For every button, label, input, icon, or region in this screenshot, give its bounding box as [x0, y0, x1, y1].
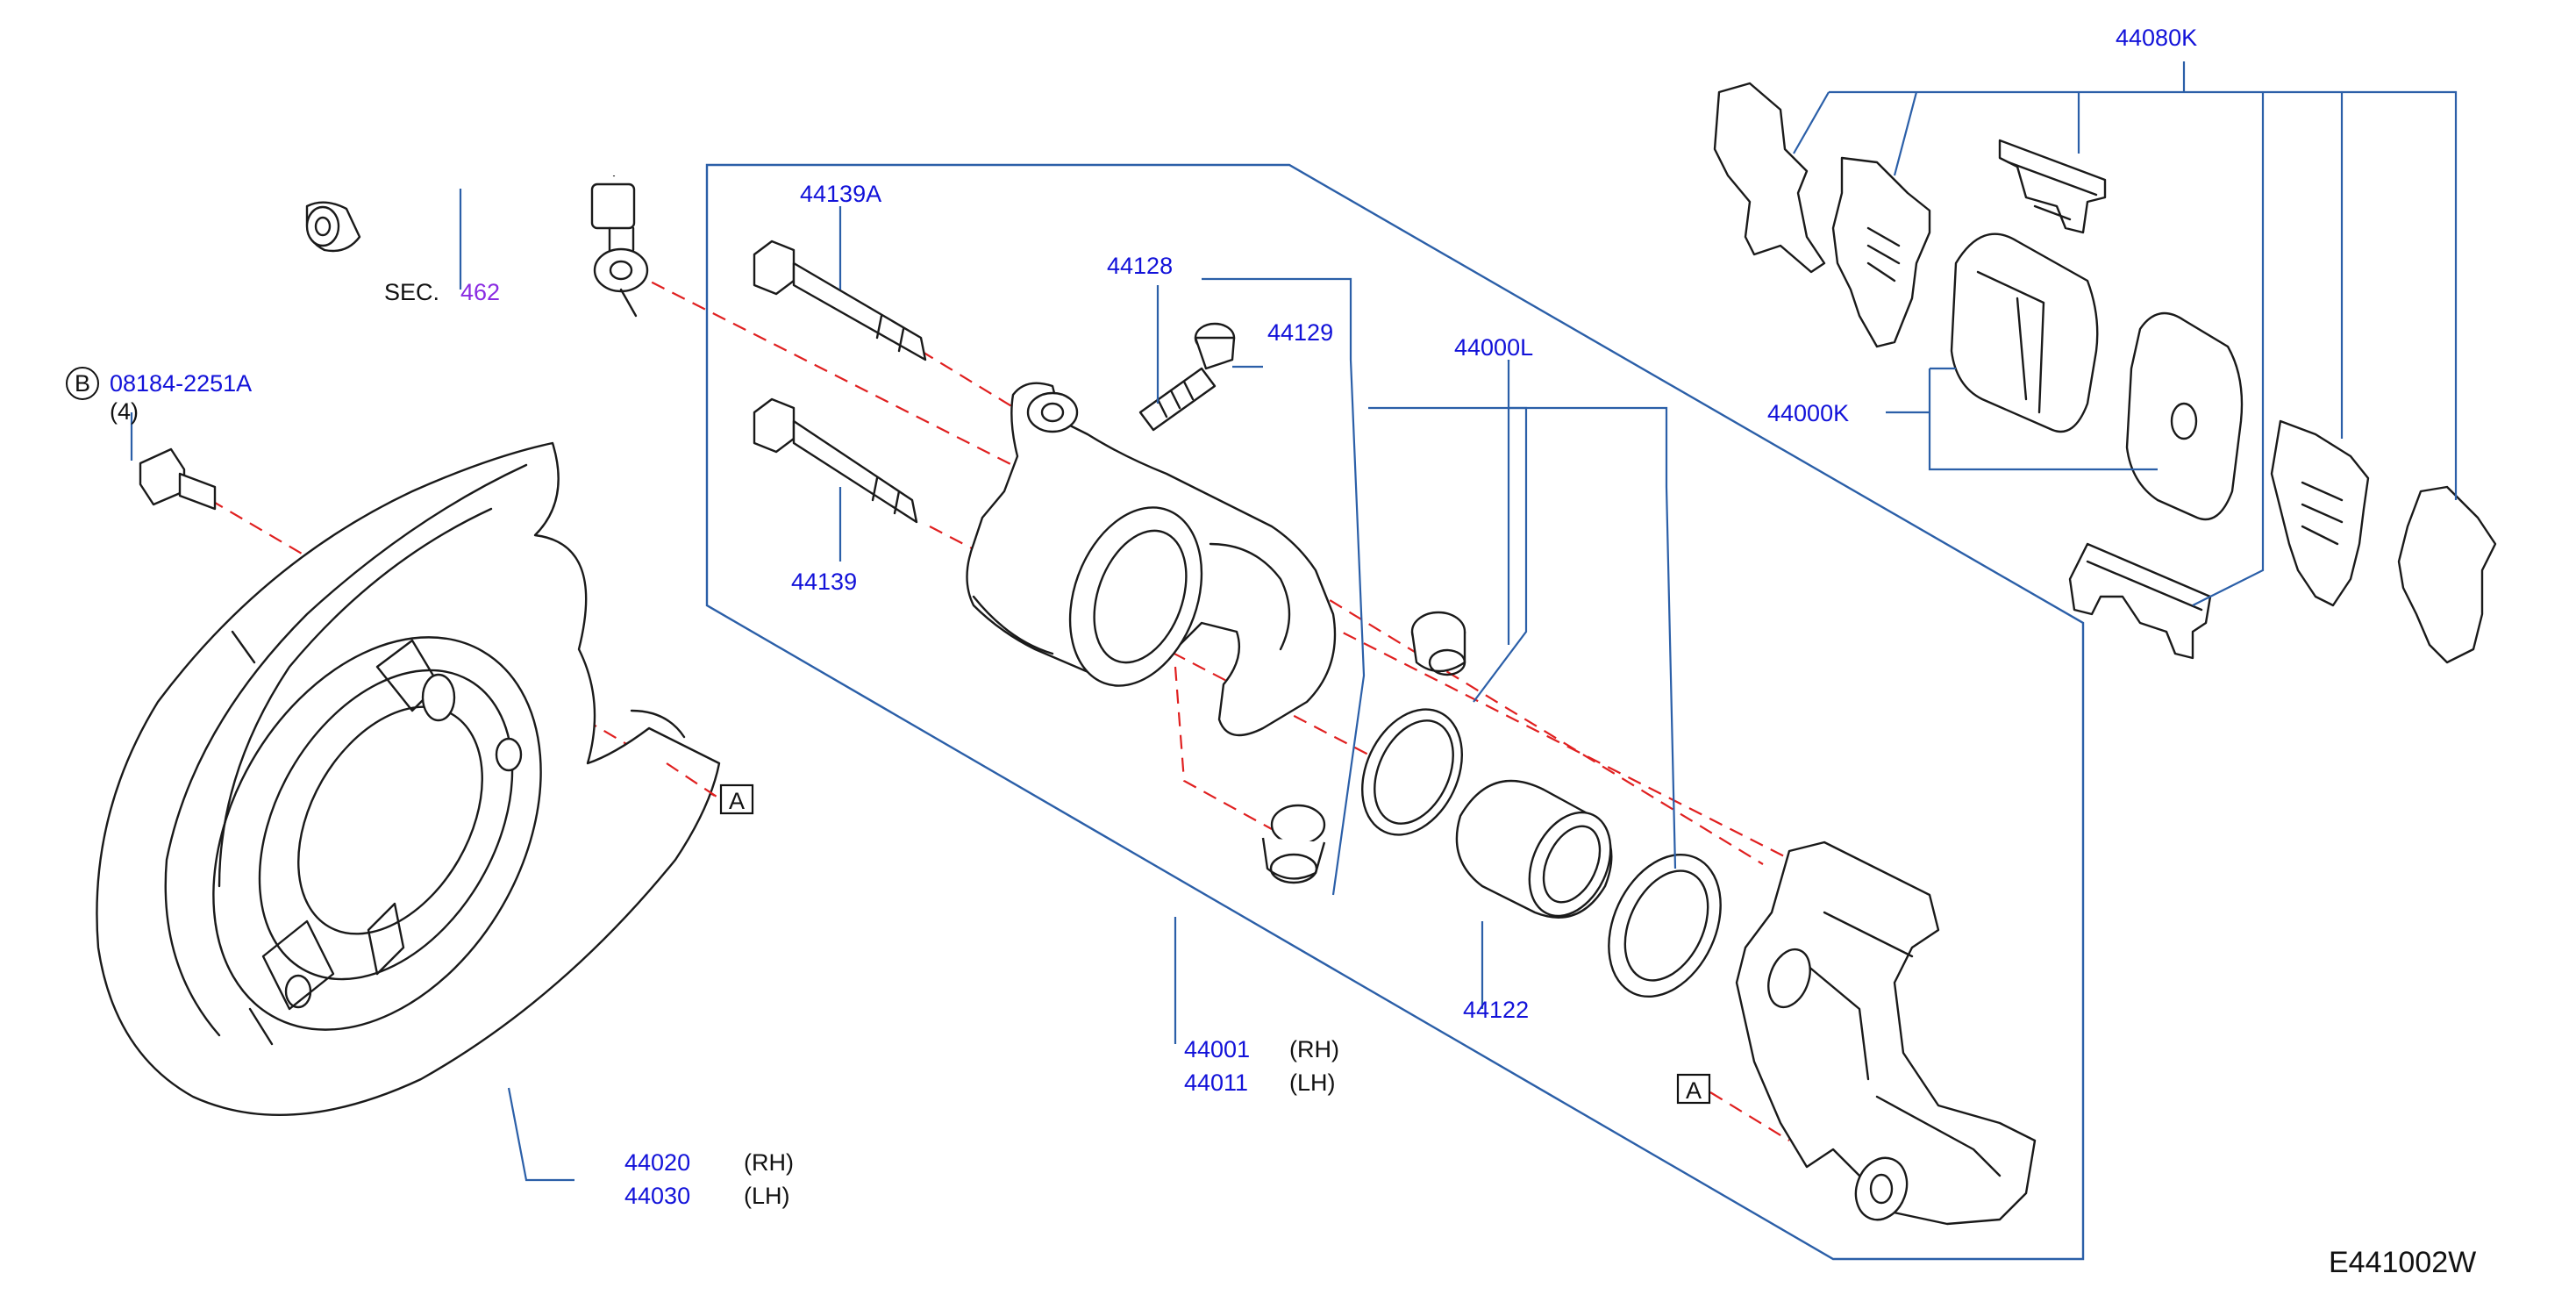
guide-pin-44139 — [753, 397, 918, 524]
bolt-circle-letter: B — [75, 370, 90, 397]
shim-outer-right — [2397, 485, 2497, 664]
brake-pad-inner — [1950, 232, 2099, 433]
callout-44000K[interactable]: 44000K — [1767, 400, 1849, 426]
bolt-part-number[interactable]: 08184-2251A — [110, 370, 252, 397]
shim-outer-left — [1713, 82, 1826, 274]
shim-inner-left — [1831, 156, 1931, 348]
bleeder-cap — [1194, 322, 1236, 370]
side-lh-44030: (LH) — [744, 1183, 790, 1209]
brake-hose — [305, 97, 649, 318]
side-lh-44011: (LH) — [1289, 1070, 1336, 1096]
callout-44030[interactable]: 44030 — [624, 1183, 690, 1209]
side-rh-44020: (RH) — [744, 1149, 794, 1176]
side-rh-44001: (RH) — [1289, 1036, 1339, 1062]
pad-clip-upper — [1998, 139, 2107, 234]
mounting-bolt — [139, 447, 217, 511]
labels: SEC. 462 B 08184-2251A (4) 44139A 44139 … — [66, 25, 2476, 1279]
piston-seal — [1361, 708, 1463, 836]
ref-a-label-upper: A — [729, 788, 745, 814]
callout-44122[interactable]: 44122 — [1463, 997, 1529, 1023]
ref-a-label-lower: A — [1686, 1077, 1702, 1104]
callout-44011[interactable]: 44011 — [1184, 1070, 1248, 1096]
guide-pin-44139A — [753, 240, 927, 361]
callout-44001[interactable]: 44001 — [1184, 1036, 1250, 1062]
dust-boot-lower — [1261, 804, 1326, 884]
brake-pad-outer — [2125, 311, 2244, 521]
caliper-bracket — [1735, 841, 2037, 1226]
dust-boot-upper — [1410, 611, 1466, 676]
piston-boot — [1608, 853, 1722, 998]
callout-44139[interactable]: 44139 — [791, 569, 857, 595]
bolt-quantity: (4) — [110, 398, 139, 425]
bolt-circle-marker — [66, 367, 99, 400]
callout-44139A[interactable]: 44139A — [800, 181, 881, 207]
sec-prefix: SEC. — [384, 279, 439, 305]
diagram-code: E441002W — [2329, 1246, 2476, 1279]
callout-44020[interactable]: 44020 — [624, 1149, 690, 1176]
callout-44080K[interactable]: 44080K — [2116, 25, 2197, 51]
backing-plate — [96, 441, 721, 1117]
callout-44129[interactable]: 44129 — [1267, 319, 1333, 346]
leader-lines — [130, 61, 2458, 1182]
ref-box-a-lower: A — [1676, 1073, 1711, 1105]
pad-clip-lower — [2068, 542, 2212, 660]
piston — [1455, 779, 1613, 919]
callout-44000L[interactable]: 44000L — [1454, 334, 1533, 361]
caliper-body — [966, 382, 1337, 737]
ref-box-a-upper: A — [666, 762, 754, 815]
bleeder-screw — [1138, 367, 1217, 432]
callout-44128[interactable]: 44128 — [1107, 253, 1173, 279]
caliper-assembly-frame — [705, 163, 2085, 1261]
sec-number[interactable]: 462 — [460, 279, 500, 305]
shim-inner-right — [2270, 419, 2370, 607]
